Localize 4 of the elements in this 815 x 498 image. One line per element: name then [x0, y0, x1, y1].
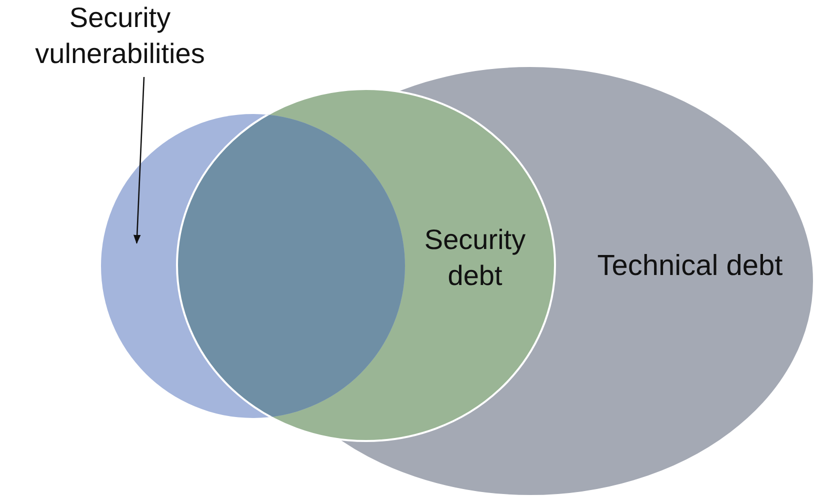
- leader-arrow: [133, 76, 145, 244]
- security-debt-label: Security debt: [423, 223, 527, 294]
- leader-text: Security vulnerabilities: [34, 1, 206, 72]
- technical-debt-label: Technical debt: [596, 249, 784, 284]
